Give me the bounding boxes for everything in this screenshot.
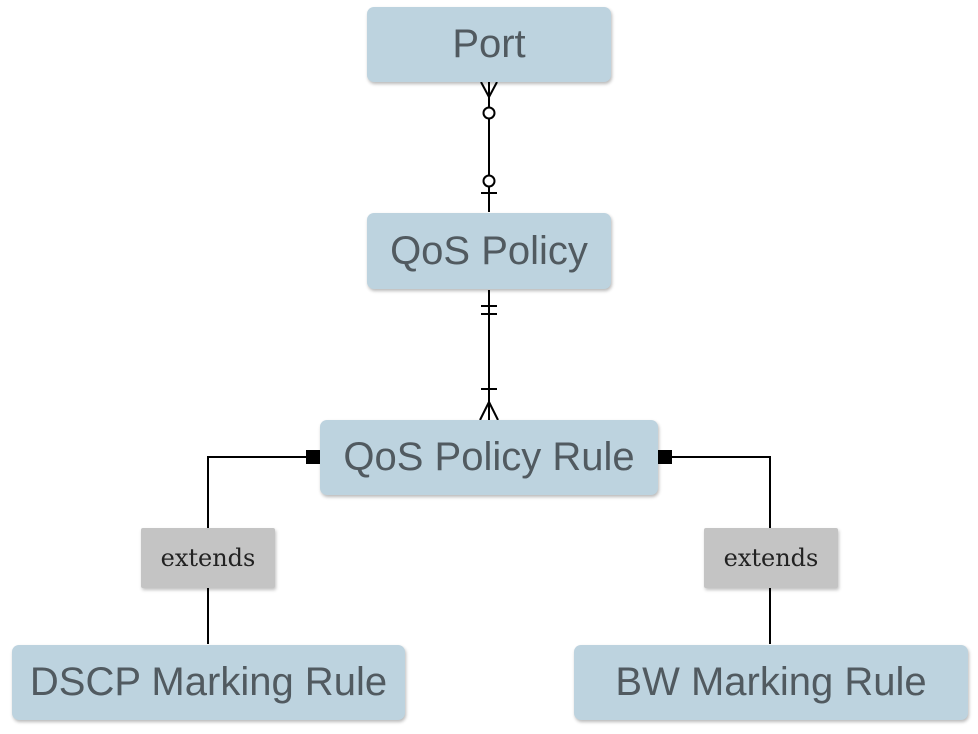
entity-qos-policy: QoS Policy: [367, 213, 611, 289]
entity-dscp-marking-rule: DSCP Marking Rule: [12, 645, 405, 720]
extends-left-connector: [207, 456, 320, 644]
entity-port: Port: [367, 7, 611, 82]
left-inheritance-marker: [306, 450, 320, 464]
entity-bw-marking-rule: BW Marking Rule: [574, 645, 968, 720]
port-qos-policy-connector: [480, 81, 498, 212]
extends-right-connector: [658, 456, 771, 644]
extends-label-right: extends: [704, 528, 838, 588]
right-inheritance-marker: [658, 450, 672, 464]
qos-policy-rule-connector: [479, 290, 499, 421]
extends-label-left: extends: [141, 528, 275, 588]
entity-qos-policy-rule: QoS Policy Rule: [320, 420, 658, 495]
